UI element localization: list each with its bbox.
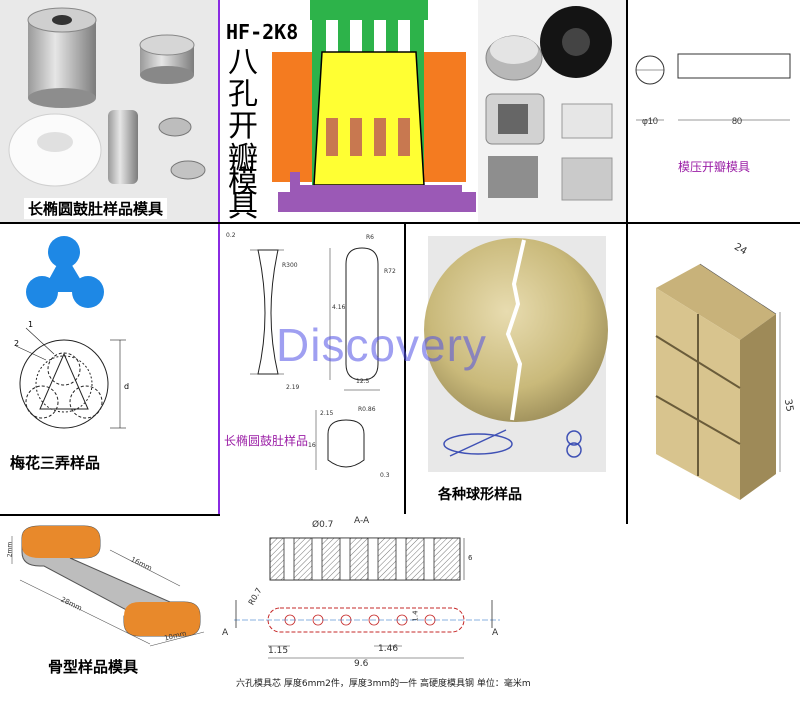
dim-d1: 0.2 [226,232,236,239]
divider-purple-1 [218,0,220,222]
dim-d7: 12.5 [356,378,370,385]
bone-mold-panel: 2mm 16mm 28mm 10mm 骨型样品模具 [0,516,220,708]
title-char-6: 具 [228,189,258,222]
split-press-drawing [635,53,791,121]
block-panel: 24 35 [628,224,800,524]
six-hole-dim-hole: Ø0.7 [312,520,334,530]
split-press-caption: 模压开瓣模具 [678,160,751,174]
dim-d2: R300 [282,262,298,269]
divider-purple-2 [218,224,220,514]
split-press-mold-panel: φ10 80 模压开瓣模具 [628,0,800,222]
six-hole-dim-edge: 1.15 [268,646,289,656]
dim-d8: 2.15 [320,410,334,417]
dim-d11: 0.3 [380,472,390,479]
trefoil-label-d: d [124,382,130,391]
trefoil-caption: 梅花三弄样品 [10,454,101,472]
trefoil-label-2: 2 [14,339,20,348]
sphere-render [424,238,608,458]
divider-3 [626,224,628,524]
title-char-5: 模 [228,165,258,200]
six-hole-dim-h: 1.4 [411,610,420,622]
dim-d6: 2.19 [286,384,300,391]
mold-cross-section [272,0,476,212]
block-dim-side: 35 [781,398,795,413]
row-divider-2 [0,514,220,516]
dim-d4: R72 [384,268,396,275]
bone-mold-caption: 骨型样品模具 [48,658,139,676]
divider-2 [404,224,406,514]
mold-parts-illustration [8,7,206,187]
row-divider-1 [0,222,800,224]
section-label: A-A [354,516,370,526]
trefoil-shape [26,236,104,308]
oval-drum-sample-panel: 0.2 R300 R6 R72 4.16 2.19 12.5 2.15 R0.8… [220,224,404,514]
eight-hole-mold-panel: HF-2K8 八 孔 开 瓣 模 具 [220,0,478,222]
watermark: Discovery [276,319,487,371]
spheres-caption: 各种球形样品 [438,487,522,503]
six-hole-dim-thick: 6 [468,554,473,562]
mold-parts-photo [485,6,613,201]
title-char-4: 瓣 [228,141,258,176]
trefoil-drawing [15,236,126,429]
six-hole-footer: 六孔模具芯 厚度6mm2件，厚度3mm的一件 高硬度模具钢 单位：毫米mm [236,679,530,689]
six-hole-dim-pitch: 1.46 [378,644,399,654]
dim-d10: 16 [308,442,316,449]
six-hole-mold-panel: A-A Ø0.7 6 R0.7 1.4 1.15 1.46 9.6 A A 六孔… [220,516,530,708]
bone-dim-h: 2mm [6,541,14,558]
mold-code-title: HF-2K8 [226,20,299,44]
dim-d9: R0.86 [358,406,376,413]
dim-length: 80 [732,116,743,126]
section-mark-left: A [222,628,229,638]
dim-diameter: φ10 [642,116,658,126]
dim-d3: R6 [366,234,374,241]
dim-d5: 4.16 [332,304,346,311]
sphere-mold-photo [478,0,626,222]
trefoil-label-1: 1 [28,320,34,329]
six-hole-dim-total: 9.6 [354,659,369,669]
spheres-panel: 各种球形样品 [406,224,626,514]
divider-1 [626,0,628,222]
title-char-1: 八 [228,45,258,80]
title-char-2: 孔 [228,77,258,112]
bone-drawing [11,525,205,647]
block-render [655,263,781,500]
section-mark-right: A [492,628,499,638]
oval-drum-drawing [250,247,380,470]
oval-drum-mold-photo: 长椭圆鼓肚样品模具 [0,0,218,222]
oval-drum-mold-caption: 长椭圆鼓肚样品模具 [24,198,168,219]
title-char-3: 开 [228,109,258,144]
six-hole-drawing [234,537,500,659]
trefoil-panel: 1 2 d 梅花三弄样品 [0,224,218,514]
oval-drum-sample-caption: 长椭圆鼓肚样品 [224,434,309,448]
